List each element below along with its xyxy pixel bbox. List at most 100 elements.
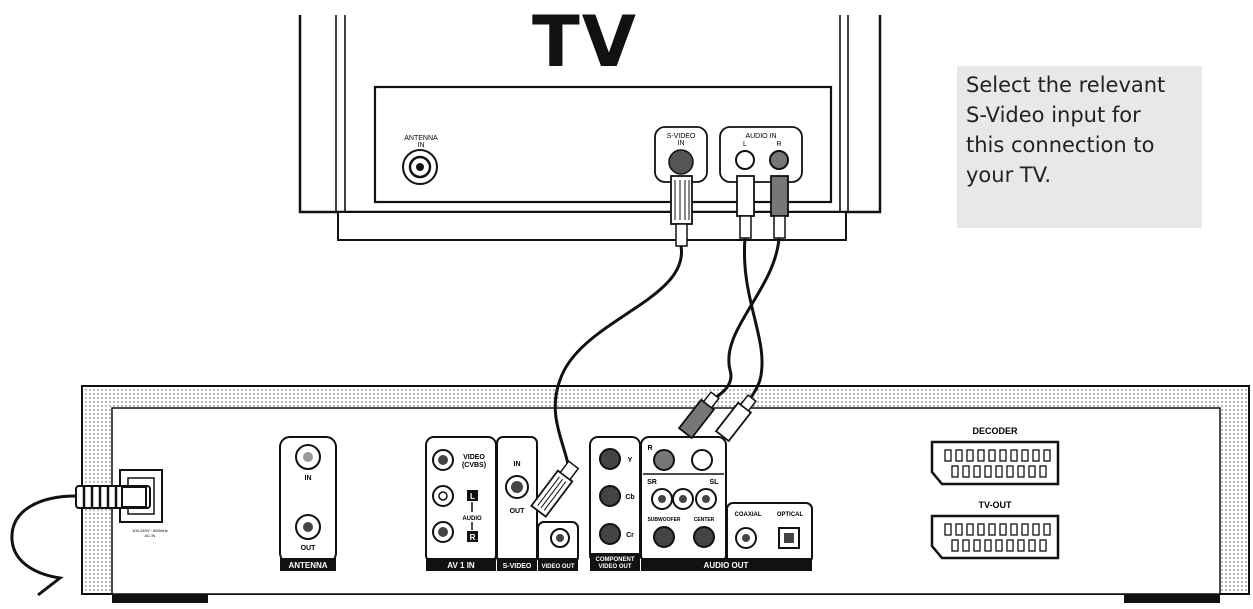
scart-pin xyxy=(1010,449,1018,462)
component-group-label: VIDEO OUT xyxy=(598,564,631,570)
scart-pin xyxy=(951,539,959,552)
tv-svideo-label: S-VIDEO xyxy=(667,133,696,140)
antenna-connector-group: IN OUT ANTENNA xyxy=(279,436,337,571)
scart-pin xyxy=(977,449,985,462)
tv-svideo-plug xyxy=(670,175,693,247)
audio-out-group-label: AUDIO OUT xyxy=(704,561,749,570)
scart-pin xyxy=(1006,465,1014,478)
callout-line: this connection to xyxy=(966,133,1155,157)
tv-svideo-label: IN xyxy=(678,140,685,147)
power-label: AC IN xyxy=(145,533,156,538)
antenna-group-label: ANTENNA xyxy=(288,561,327,570)
audio-out-center-label: CENTER xyxy=(694,517,715,523)
audio-out-r-label: R xyxy=(647,445,652,452)
scart-pin xyxy=(1006,539,1014,552)
scart-pin xyxy=(1043,449,1051,462)
tv-title: TV xyxy=(532,1,638,83)
svideo-group-label: S-VIDEO xyxy=(503,563,532,570)
scart-pin xyxy=(999,449,1007,462)
scart-pin xyxy=(984,465,992,478)
antenna-in-label: IN xyxy=(305,475,312,482)
svideo-cable xyxy=(530,245,683,518)
scart-pin xyxy=(1028,465,1036,478)
scart-pin xyxy=(973,539,981,552)
audio-out-sr-label: SR xyxy=(647,479,657,486)
scart-pin xyxy=(1017,539,1025,552)
scart-pin xyxy=(1039,465,1047,478)
av1-audio-label: AUDIO xyxy=(462,516,482,522)
scart-pin xyxy=(1017,465,1025,478)
video-out-label: VIDEO OUT xyxy=(541,564,574,570)
audio-l-cable xyxy=(714,237,764,443)
tv-audio-l-label: L xyxy=(743,141,747,148)
scart-pin xyxy=(951,465,959,478)
callout-box: Select the relevant S-Video input for th… xyxy=(957,66,1202,228)
tv-audio-r-plug xyxy=(770,175,789,239)
audio-out-sl-label: SL xyxy=(710,479,720,486)
scart-decoder[interactable]: DECODER xyxy=(930,426,1060,486)
scart-pin xyxy=(977,523,985,536)
scart-pin xyxy=(944,449,952,462)
scart-pin xyxy=(1021,449,1029,462)
scart-pin xyxy=(1043,523,1051,536)
av1-l-label: L xyxy=(470,492,475,501)
scart-pin xyxy=(1021,523,1029,536)
power-cord-icon xyxy=(10,485,151,597)
av1-in-group: VIDEO (CVBS) L AUDIO R AV 1 IN xyxy=(425,436,497,571)
svideo-in-label: IN xyxy=(514,461,521,468)
tv-audio-label: AUDIO IN xyxy=(745,133,776,140)
scart-pin xyxy=(944,523,952,536)
audio-out-optical-label: OPTICAL xyxy=(777,512,804,518)
scart-pin xyxy=(995,539,1003,552)
scart-pin xyxy=(984,539,992,552)
scart-tv-out-label: TV-OUT xyxy=(979,500,1013,510)
av1-group-label: AV 1 IN xyxy=(447,561,475,570)
audio-out-group: R SR SL SUBWOOFER CENTER COAXIAL OPTICAL… xyxy=(640,436,813,571)
scart-decoder-label: DECODER xyxy=(972,426,1018,436)
scart-pin xyxy=(1039,539,1047,552)
scart-pin xyxy=(988,449,996,462)
tv-audio-r-label: R xyxy=(776,141,781,148)
component-y-label: Y xyxy=(628,457,633,464)
scart-pin xyxy=(1032,449,1040,462)
scart-pin xyxy=(966,449,974,462)
av1-r-label: R xyxy=(470,533,476,542)
tv-antenna-label: ANTENNA xyxy=(404,135,438,142)
scart-pin xyxy=(1032,523,1040,536)
scart-pin xyxy=(962,539,970,552)
scart-pin xyxy=(1010,523,1018,536)
audio-r-cable xyxy=(677,237,781,440)
scart-pin xyxy=(966,523,974,536)
video-out-group: VIDEO OUT xyxy=(537,521,579,571)
component-video-group: Y Cb Cr COMPONENT VIDEO OUT xyxy=(589,436,641,571)
component-cb-label: Cb xyxy=(625,494,634,501)
component-cr-label: Cr xyxy=(626,532,634,539)
scart-pin xyxy=(1028,539,1036,552)
callout-line: Select the relevant xyxy=(966,73,1166,97)
antenna-out-label: OUT xyxy=(301,545,317,552)
av1-video-label: VIDEO xyxy=(463,454,485,461)
audio-out-coaxial-label: COAXIAL xyxy=(735,512,762,518)
tv-audio-l-plug xyxy=(736,175,755,239)
power-label: 100-240V~ 50/60Hz xyxy=(132,528,168,533)
scart-pin xyxy=(955,449,963,462)
callout-line: S-Video input for xyxy=(966,103,1141,127)
av1-video-label: (CVBS) xyxy=(462,462,486,469)
scart-pin xyxy=(973,465,981,478)
scart-tv-out[interactable]: TV-OUT xyxy=(930,500,1060,560)
scart-pin xyxy=(999,523,1007,536)
scart-pin xyxy=(995,465,1003,478)
tv-svideo-jack[interactable]: S-VIDEO IN xyxy=(654,126,708,183)
audio-out-sub-label: SUBWOOFER xyxy=(647,517,680,523)
tv-audio-in-jacks[interactable]: AUDIO IN L R xyxy=(719,126,803,183)
svideo-out-label: OUT xyxy=(510,508,526,515)
scart-pin xyxy=(955,523,963,536)
svideo-group: IN OUT S-VIDEO xyxy=(496,436,538,571)
tv-antenna-label: IN xyxy=(418,142,425,149)
tv-antenna-jack[interactable]: ANTENNA IN xyxy=(402,135,438,185)
callout-line: your TV. xyxy=(966,163,1052,187)
component-group-label: COMPONENT xyxy=(596,557,635,563)
scart-pin xyxy=(988,523,996,536)
scart-pin xyxy=(962,465,970,478)
